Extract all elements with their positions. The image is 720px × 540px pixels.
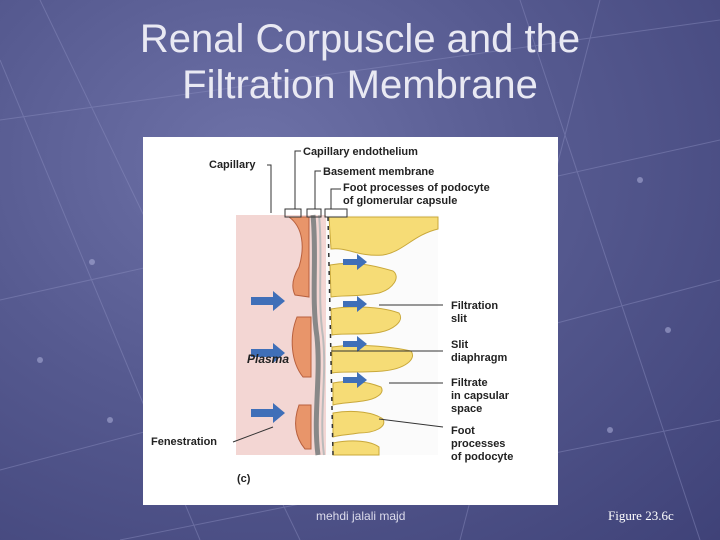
filtration-arrows bbox=[251, 254, 367, 423]
slit-diaphragm-label-line1: Slit bbox=[451, 339, 468, 351]
endothelium-cell-2 bbox=[291, 316, 312, 378]
podocyte-foot-processes bbox=[328, 216, 439, 456]
panel-label: (c) bbox=[237, 473, 251, 485]
foot-processes-label-line2: of glomerular capsule bbox=[343, 195, 457, 207]
endothelium-cell-3 bbox=[295, 404, 312, 450]
footer-figure-ref: Figure 23.6c bbox=[608, 508, 674, 523]
figure-drawing: Capillary Capillary endothelium Basement… bbox=[151, 146, 513, 485]
podocyte-foot-label-line2: processes bbox=[451, 438, 505, 450]
filtration-membrane-figure: Capillary Capillary endothelium Basement… bbox=[143, 137, 558, 505]
filtration-slit-label-line2: slit bbox=[451, 313, 467, 325]
footer-author: mehdi jalali majd bbox=[316, 509, 406, 523]
endothelium-cell-1 bbox=[287, 216, 310, 298]
filtrate-label-line3: space bbox=[451, 403, 482, 415]
plasma-label: Plasma bbox=[247, 352, 289, 366]
fenestration-label: Fenestration bbox=[151, 436, 217, 448]
basement-membrane-label: Basement membrane bbox=[323, 166, 434, 178]
capillary-label: Capillary bbox=[209, 159, 256, 171]
filtration-slit-label-line1: Filtration bbox=[451, 300, 498, 312]
filtrate-label-line2: in capsular bbox=[451, 390, 510, 402]
slit-diaphragm-line bbox=[327, 216, 334, 456]
title-line-1: Renal Corpuscle and the bbox=[139, 17, 581, 61]
podocyte-foot-label-line3: of podocyte bbox=[451, 451, 513, 463]
slit-diaphragm-label-line2: diaphragm bbox=[451, 352, 507, 364]
capillary-endothelium-label: Capillary endothelium bbox=[303, 146, 418, 158]
podocyte-foot-label-line1: Foot bbox=[451, 425, 475, 437]
slide-title: Renal Corpuscle and the Filtration Membr… bbox=[60, 16, 660, 108]
filtrate-label-line1: Filtrate bbox=[451, 377, 488, 389]
basement-membrane bbox=[310, 214, 321, 456]
foot-processes-label-line1: Foot processes of podocyte bbox=[343, 182, 490, 194]
title-line-2: Filtration Membrane bbox=[182, 63, 538, 107]
label-leader-lines bbox=[232, 150, 444, 443]
